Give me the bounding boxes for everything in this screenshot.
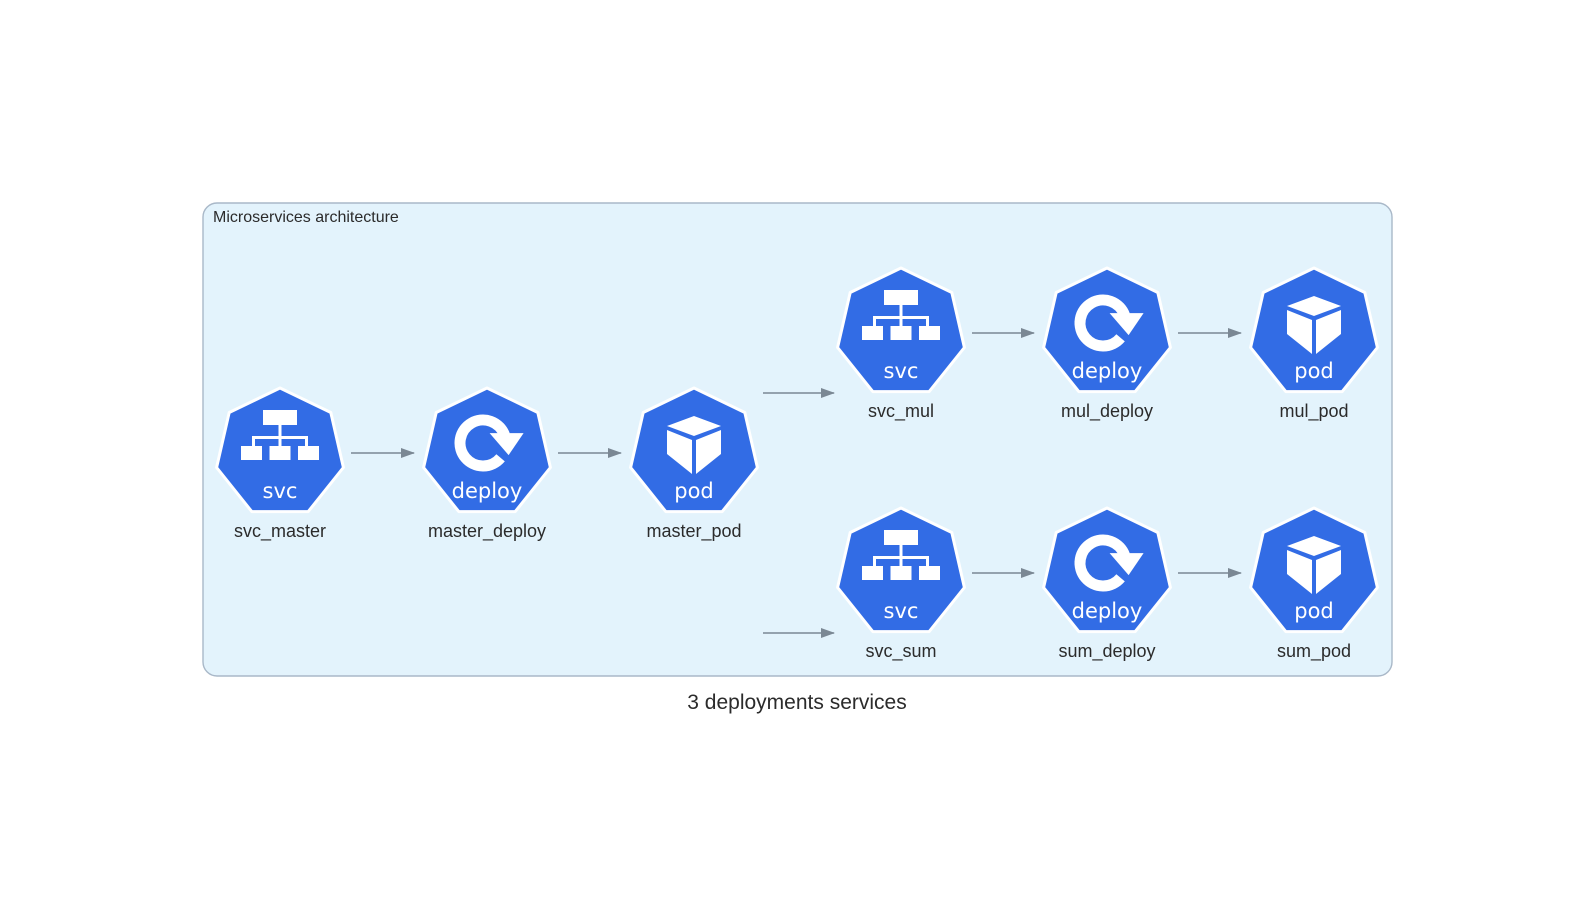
- node-label: svc_mul: [868, 401, 934, 422]
- node-kind-label: svc: [884, 599, 919, 623]
- node-master_pod[interactable]: pod master_pod: [629, 386, 759, 542]
- deployment-icon: [454, 414, 524, 472]
- cluster-label: Microservices architecture: [213, 209, 399, 226]
- node-svc_master[interactable]: svc svc_master: [215, 386, 345, 542]
- node-shape: [422, 386, 552, 514]
- deployment-icon: [1074, 534, 1144, 592]
- node-shape: [1249, 506, 1379, 634]
- node-label: svc_sum: [865, 641, 936, 662]
- nodes-layer: svcsvc_masterdeploymaster_deploypodmaste…: [215, 266, 1379, 662]
- node-kind-label: deploy: [1072, 359, 1143, 383]
- node-kind-label: pod: [1294, 599, 1334, 623]
- cluster-box: [202, 202, 1393, 677]
- node-label: mul_deploy: [1061, 401, 1153, 422]
- pod-icon: [1287, 536, 1341, 594]
- node-label: master_pod: [646, 521, 741, 542]
- node-kind-label: pod: [1294, 359, 1334, 383]
- node-label: sum_deploy: [1058, 641, 1155, 662]
- node-shape: [1249, 266, 1379, 394]
- deployment-icon: [1074, 294, 1144, 352]
- node-shape: [629, 386, 759, 514]
- service-icon: [241, 410, 319, 460]
- node-kind-label: deploy: [452, 479, 523, 503]
- node-label: svc_master: [234, 521, 326, 542]
- pod-icon: [667, 416, 721, 474]
- node-kind-label: pod: [674, 479, 714, 503]
- node-sum_deploy[interactable]: deploy sum_deploy: [1042, 506, 1172, 662]
- node-mul_pod[interactable]: pod mul_pod: [1249, 266, 1379, 422]
- node-master_deploy[interactable]: deploy master_deploy: [422, 386, 552, 542]
- node-label: mul_pod: [1279, 401, 1348, 422]
- node-shape: [1042, 266, 1172, 394]
- node-svc_sum[interactable]: svc svc_sum: [836, 506, 966, 662]
- pod-icon: [1287, 296, 1341, 354]
- node-kind-label: svc: [884, 359, 919, 383]
- node-sum_pod[interactable]: pod sum_pod: [1249, 506, 1379, 662]
- node-shape: [1042, 506, 1172, 634]
- service-icon: [862, 290, 940, 340]
- node-mul_deploy[interactable]: deploy mul_deploy: [1042, 266, 1172, 422]
- node-kind-label: svc: [263, 479, 298, 503]
- service-icon: [862, 530, 940, 580]
- node-kind-label: deploy: [1072, 599, 1143, 623]
- edges-layer: [351, 328, 1242, 638]
- node-svc_mul[interactable]: svc svc_mul: [836, 266, 966, 422]
- node-label: master_deploy: [428, 521, 546, 542]
- diagram-caption: 3 deployments services: [687, 691, 906, 714]
- node-label: sum_pod: [1277, 641, 1351, 662]
